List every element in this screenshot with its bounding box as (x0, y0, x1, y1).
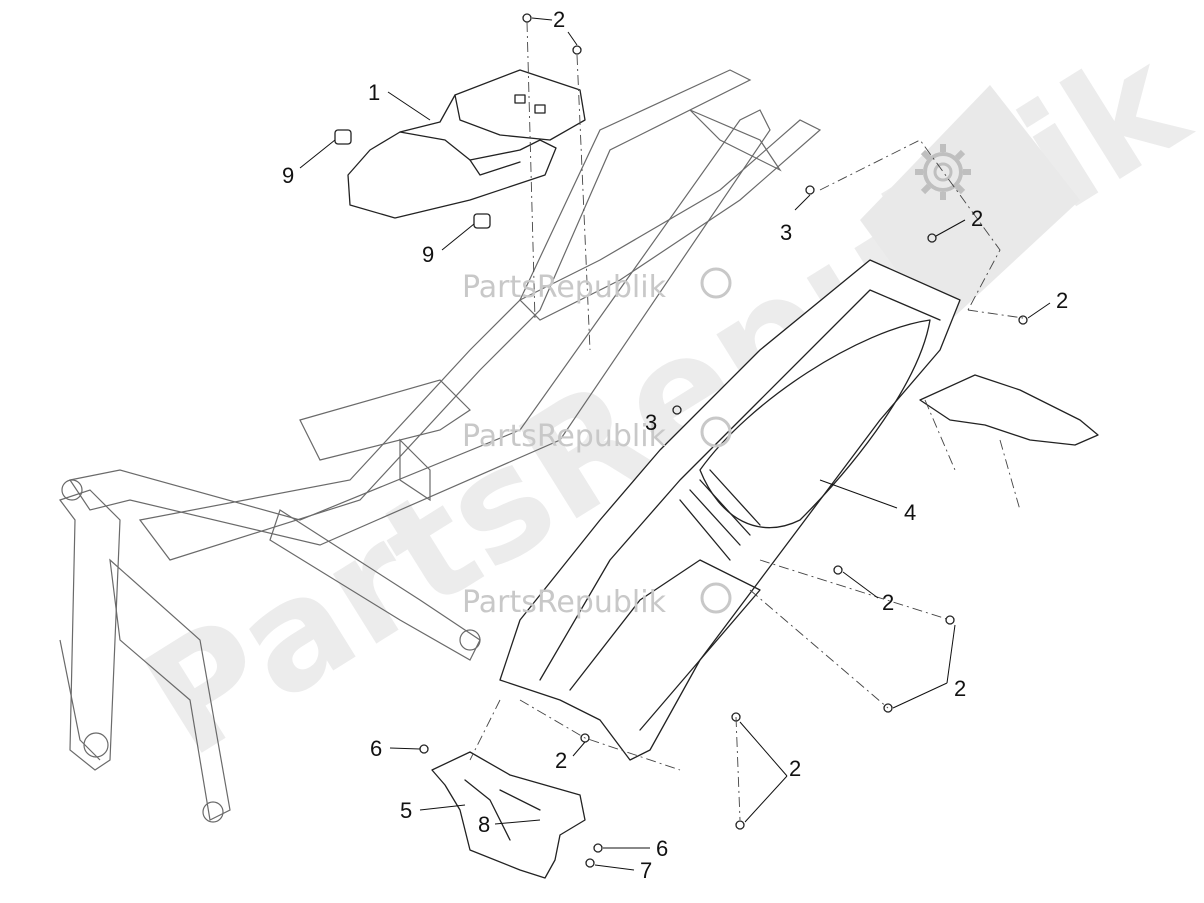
svg-text:PartsRepublik: PartsRepublik (462, 419, 667, 454)
callout-2-right-upper: 2 (971, 206, 983, 231)
watermark-logo (860, 85, 1080, 330)
gear-icon (700, 416, 732, 448)
callout-2-mid: 2 (882, 590, 894, 615)
callouts: 1 2 2 2 2 2 2 2 3 3 4 5 6 6 7 8 9 9 (282, 7, 1068, 883)
fasteners (419, 13, 1028, 868)
callout-2-top: 2 (553, 7, 565, 32)
gear-icon (915, 144, 971, 200)
rear-bracket (919, 374, 1099, 446)
callout-2-bottom: 2 (789, 756, 801, 781)
callout-9-lower: 9 (422, 242, 434, 267)
callout-4: 4 (904, 500, 916, 525)
callout-9-upper: 9 (282, 163, 294, 188)
gear-icon (700, 582, 732, 614)
callout-8: 8 (478, 812, 490, 837)
battery-tray-part-1 (347, 69, 586, 219)
assembly-lines (469, 21, 1024, 821)
callout-1: 1 (368, 80, 380, 105)
callout-6-left: 6 (370, 736, 382, 761)
callout-5: 5 (400, 798, 412, 823)
callout-2-lower-mid: 2 (555, 748, 567, 773)
leader-lines (299, 17, 1051, 871)
watermark-row-3: PartsRepublik (462, 582, 732, 620)
callout-6-right: 6 (656, 836, 668, 861)
gear-icon (700, 267, 732, 299)
svg-text:PartsRepublik: PartsRepublik (462, 270, 667, 305)
bushing-part-9-bottom (473, 213, 491, 229)
bushing-part-9-top (334, 129, 352, 145)
callout-3-mid: 3 (645, 410, 657, 435)
watermark-row-2: PartsRepublik (462, 416, 732, 454)
svg-text:PartsRepublik: PartsRepublik (462, 585, 667, 620)
callout-2-lower-right: 2 (954, 676, 966, 701)
main-frame (59, 69, 822, 823)
lower-cover-part-5 (431, 751, 586, 879)
callout-3-upper: 3 (780, 220, 792, 245)
callout-2-right: 2 (1056, 288, 1068, 313)
callout-7: 7 (640, 858, 652, 883)
watermark-row-1: PartsRepublik (462, 267, 732, 305)
rear-undertray-part-4 (499, 259, 961, 761)
